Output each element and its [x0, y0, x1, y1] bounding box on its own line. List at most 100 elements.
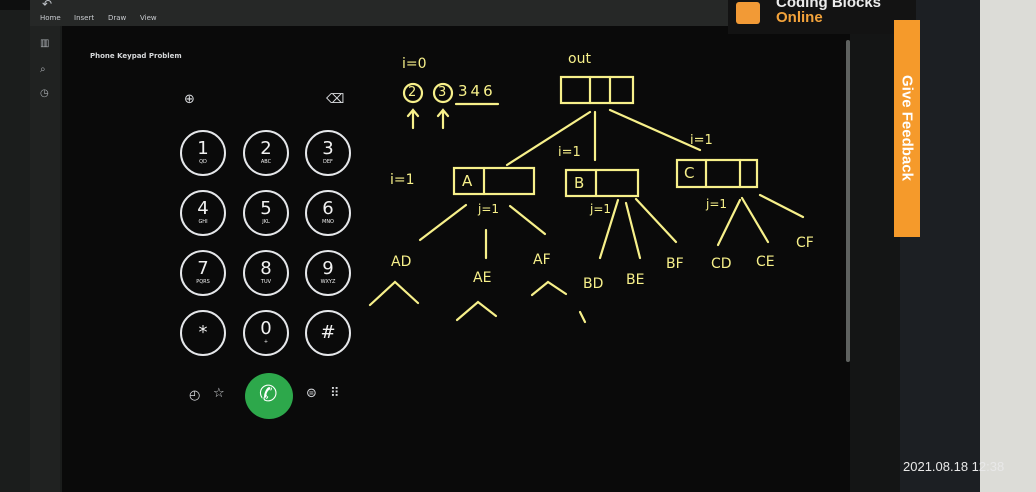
output-box: [559, 75, 635, 105]
key-digit: 2: [260, 138, 272, 159]
tree-edge: [505, 110, 592, 167]
keypad-key-hash[interactable]: #: [305, 310, 351, 356]
combination-label: CE: [756, 254, 775, 270]
tree-edge: [624, 201, 642, 260]
tree-edge: [508, 204, 547, 236]
box-char: B: [574, 174, 585, 192]
chevron-stroke: [530, 280, 568, 297]
combination-label: BD: [583, 276, 604, 292]
background-wall: [980, 0, 1036, 492]
brand-banner: Coding Blocks Online: [728, 0, 916, 34]
tree-edge: [418, 203, 468, 242]
menu-home[interactable]: Home: [40, 14, 61, 22]
key-digit: #: [320, 322, 336, 343]
contacts-icon[interactable]: ⊜: [306, 386, 317, 401]
cursor-stroke: [578, 310, 587, 324]
chevron-stroke: [455, 300, 498, 322]
recents-clock-icon[interactable]: ◴: [189, 388, 201, 403]
search-icon[interactable]: ⌕: [40, 64, 46, 75]
tree-edge: [598, 198, 620, 260]
menu-draw[interactable]: Draw: [108, 14, 127, 22]
index-j-label: j=1: [478, 202, 500, 216]
key-digit: 5: [260, 198, 272, 219]
brand-subtitle: Online: [776, 9, 823, 26]
dialpad-grid-icon[interactable]: ⠿: [330, 386, 340, 401]
key-digit: 0: [260, 318, 272, 339]
key-letters: JKL: [262, 219, 270, 225]
tree-edge: [758, 193, 805, 219]
give-feedback-button[interactable]: Give Feedback: [894, 20, 920, 237]
backspace-icon[interactable]: ⌫: [326, 92, 345, 107]
tree-edge: [716, 198, 742, 247]
combination-label: BE: [626, 272, 645, 288]
recent-icon[interactable]: ◷: [40, 88, 49, 99]
left-rail: ▥ ⌕ ◷: [30, 26, 60, 492]
key-digit: 9: [322, 258, 334, 279]
key-letters: PQRS: [196, 279, 210, 285]
keypad-key-star[interactable]: *: [180, 310, 226, 356]
keypad-key-0[interactable]: 0+: [243, 310, 289, 356]
menu-insert[interactable]: Insert: [74, 14, 95, 22]
menu-view[interactable]: View: [140, 14, 157, 22]
combination-label: AE: [473, 270, 492, 286]
index-j-label: j=1: [590, 202, 612, 216]
key-digit: 3: [322, 138, 334, 159]
notebooks-icon[interactable]: ▥: [40, 38, 50, 49]
digit-2-circle: [402, 82, 424, 104]
out-label: out: [568, 51, 591, 67]
favorites-star-icon[interactable]: ☆: [213, 386, 225, 401]
photo-timestamp: 2021.08.18 12:38: [903, 459, 1005, 474]
circled-digit: 2: [408, 85, 417, 100]
remaining-digits: 346: [458, 82, 496, 100]
output-box: [564, 168, 640, 198]
key-letters: MNO: [322, 219, 334, 225]
tree-edge: [634, 197, 678, 244]
add-contact-icon[interactable]: ⊕: [184, 92, 195, 107]
key-letters: QD: [199, 159, 207, 165]
key-digit: *: [198, 322, 208, 343]
digit-3-circle: [432, 82, 454, 104]
key-digit: 6: [322, 198, 334, 219]
key-letters: ABC: [260, 159, 272, 165]
index-i-label: i=0: [402, 56, 427, 72]
call-button[interactable]: ✆: [245, 373, 293, 419]
vertical-scrollbar[interactable]: [846, 40, 850, 362]
phone-icon: ✆: [259, 382, 278, 407]
tree-edge: [740, 196, 770, 244]
chevron-stroke: [368, 280, 420, 307]
key-letters: +: [263, 339, 269, 345]
key-letters: WXYZ: [320, 279, 336, 285]
key-letters: GHI: [198, 219, 208, 225]
key-letters: TUV: [260, 279, 272, 285]
key-digit: 4: [197, 198, 209, 219]
key-digit: 8: [260, 258, 272, 279]
undo-icon[interactable]: ↶: [42, 0, 53, 11]
combination-label: AD: [391, 254, 412, 270]
index-j-label: j=1: [706, 197, 728, 211]
combination-label: AF: [533, 252, 551, 268]
pointer-arrow: [436, 108, 450, 130]
tree-edge: [608, 108, 702, 152]
combination-label: CD: [711, 256, 732, 272]
pointer-arrow: [406, 108, 420, 130]
key-digit: 7: [197, 258, 209, 279]
combination-label: BF: [666, 256, 684, 272]
index-i-label: i=1: [390, 172, 415, 188]
brand-name: Coding Blocks: [776, 0, 882, 11]
output-box: [675, 158, 759, 189]
index-i-label: i=1: [558, 145, 581, 160]
output-box-divider: [704, 158, 742, 189]
coding-blocks-logo-icon: [736, 2, 760, 24]
key-letters: DEF: [323, 159, 333, 165]
index-i-label: i=1: [690, 133, 713, 148]
